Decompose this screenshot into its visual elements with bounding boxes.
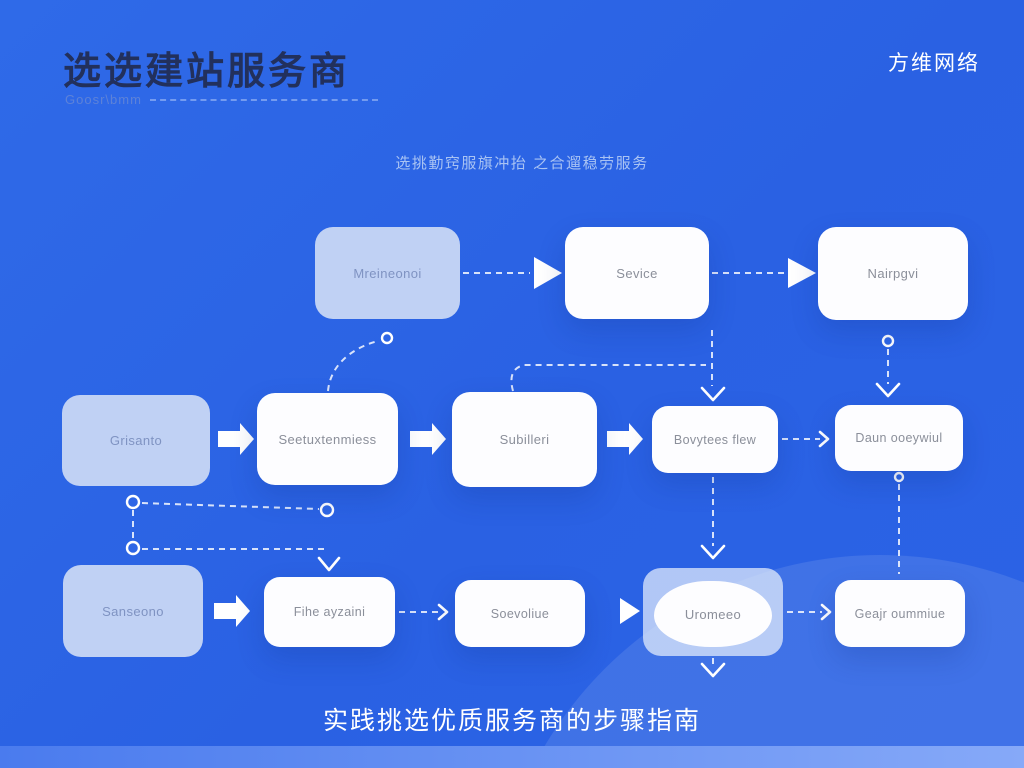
flow-step-6: Subilleri bbox=[452, 392, 597, 487]
flow-step-2: Sevice bbox=[565, 227, 709, 319]
connector-step4-step5 bbox=[218, 423, 254, 455]
flow-step-2-label: Sevice bbox=[616, 265, 658, 281]
flow-step-11-label: Soevoliue bbox=[490, 606, 550, 621]
connector-step5-step6 bbox=[410, 423, 446, 455]
flow-step-12-label: Uromeeo bbox=[684, 606, 742, 622]
flow-step-10-label: Fihe ayzaini bbox=[293, 605, 366, 619]
footer-band bbox=[0, 746, 1024, 768]
flow-step-12-blob: Uromeeo bbox=[654, 581, 772, 647]
flow-step-10: Fihe ayzaini bbox=[264, 577, 395, 647]
connector-step7-step8 bbox=[782, 430, 830, 448]
flow-step-11: Soevoliue bbox=[455, 580, 585, 647]
flow-step-12: Uromeeo bbox=[643, 568, 783, 656]
connector-step10-step11 bbox=[399, 603, 449, 621]
flow-step-7-label: Bovytees flew bbox=[673, 432, 757, 447]
flow-step-8: Daun ooeywiul bbox=[835, 405, 963, 471]
connector-step6-step7 bbox=[607, 423, 643, 455]
subtitle-dashed-rule bbox=[149, 98, 378, 101]
footer-caption: 实践挑选优质服务商的步骤指南 bbox=[322, 707, 701, 735]
flow-step-1: Mreineonoi bbox=[315, 227, 460, 319]
flow-step-3-label: Nairpgvi bbox=[867, 266, 919, 281]
subtitle-text: Goosr\bmm bbox=[65, 92, 142, 107]
connector-step7-step12 bbox=[700, 477, 726, 560]
flow-step-3: Nairpgvi bbox=[818, 227, 968, 320]
connector-step9-step10 bbox=[214, 595, 250, 627]
connector-step3-step8 bbox=[875, 334, 901, 398]
flow-step-6-label: Subilleri bbox=[499, 432, 550, 447]
flow-step-13-label: Geajr oummiue bbox=[854, 606, 946, 621]
connector-step2-step7 bbox=[510, 330, 726, 402]
page-title: 选选建站服务商 bbox=[63, 51, 351, 93]
connector-step4-step9-step10 bbox=[125, 494, 341, 572]
flow-step-13: Geajr oummiue bbox=[835, 580, 965, 647]
flow-step-4: Grisanto bbox=[62, 395, 210, 486]
connector-step2-step3 bbox=[712, 258, 816, 288]
flow-step-4-label: Grisanto bbox=[109, 433, 163, 448]
flow-step-8-label: Daun ooeywiul bbox=[855, 431, 943, 445]
connector-step11-step12 bbox=[620, 598, 640, 624]
flow-step-9: Sanseono bbox=[63, 565, 203, 657]
flow-step-5: Seetuxtenmiess bbox=[257, 393, 398, 485]
flow-step-7: Bovytees flew bbox=[652, 406, 778, 473]
brand-label: 方维网络 bbox=[888, 52, 980, 75]
connector-step1-step2 bbox=[463, 257, 562, 289]
chart-caption: 选挑勤窍服旗冲抬 之合遛稳劳服务 bbox=[395, 155, 649, 172]
flow-step-9-label: Sanseono bbox=[102, 603, 164, 619]
connector-step5-step1-curve bbox=[327, 331, 394, 392]
subtitle-row: Goosr\bmm bbox=[65, 92, 378, 107]
flow-step-5-label: Seetuxtenmiess bbox=[278, 431, 377, 447]
flow-step-1-label: Mreineonoi bbox=[353, 265, 422, 281]
